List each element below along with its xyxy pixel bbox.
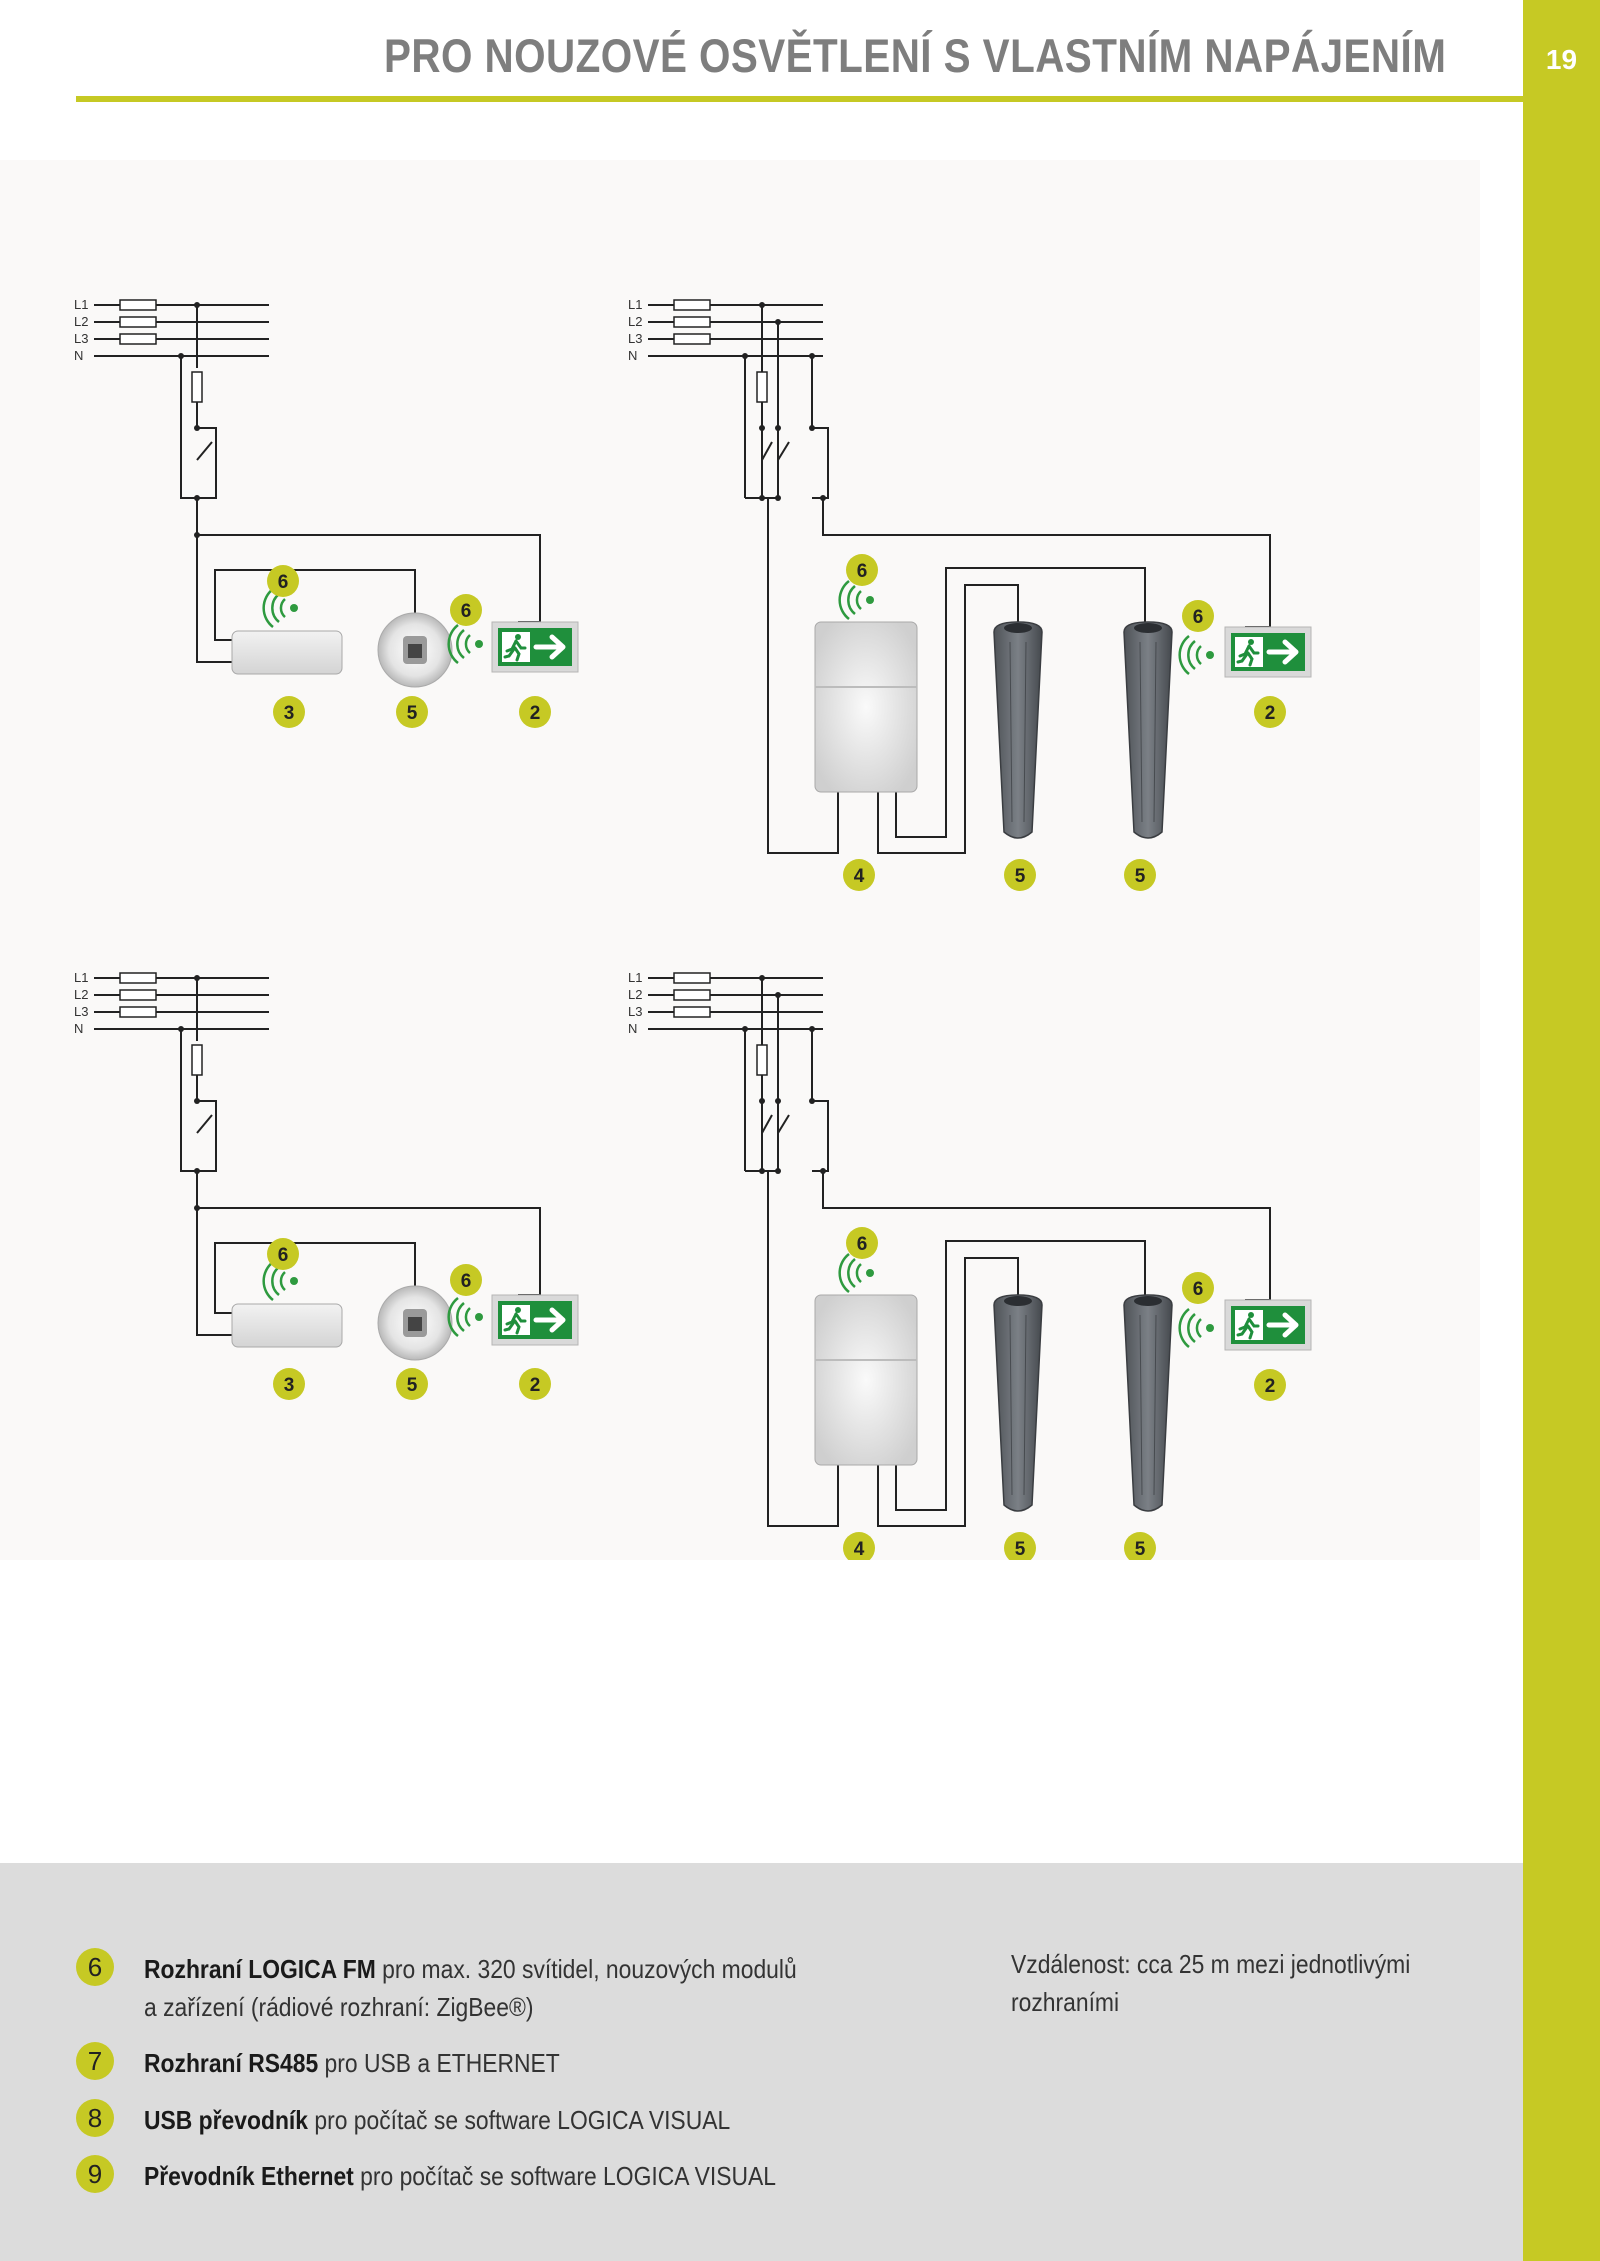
legend-text: Převodník Ethernet pro počítač se softwa… <box>144 2157 776 2195</box>
accent-sidebar <box>1523 0 1600 2261</box>
svg-text:6: 6 <box>461 1271 472 1292</box>
callout-badge: 6 <box>450 1264 482 1296</box>
diagram-2 <box>627 296 1311 854</box>
callout-badge: 6 <box>267 565 299 597</box>
svg-text:6: 6 <box>857 1234 868 1255</box>
legend-item-8: 8 USB převodník pro počítač se software … <box>76 2099 876 2139</box>
callout-badge: 2 <box>1254 1369 1286 1401</box>
callout-badge: 5 <box>1004 859 1036 891</box>
svg-text:6: 6 <box>461 601 472 622</box>
callout-badge: 6 <box>450 594 482 626</box>
svg-text:6: 6 <box>1193 607 1204 628</box>
wiring-diagrams: L1 L2 L3 N <box>0 160 1480 1560</box>
legend-item-6: 6 Rozhraní LOGICA FM pro max. 320 svítid… <box>76 1948 876 2028</box>
legend-item-7: 7 Rozhraní RS485 pro USB a ETHERNET <box>76 2042 876 2082</box>
callout-badge: 6 <box>267 1238 299 1270</box>
legend-desc: pro počítač se software LOGICA VISUAL <box>353 2161 777 2191</box>
svg-text:3: 3 <box>284 1375 295 1396</box>
callout-badge: 5 <box>1124 1532 1156 1560</box>
legend-desc: pro počítač se software LOGICA VISUAL <box>308 2105 731 2135</box>
legend-desc-line2: a zařízení (rádiové rozhraní: ZigBee®) <box>144 1992 534 2022</box>
legend-text: USB převodník pro počítač se software LO… <box>144 2101 730 2139</box>
callout-badge: 6 <box>1182 1272 1214 1304</box>
svg-text:6: 6 <box>278 1245 289 1266</box>
callout-badge: 5 <box>1124 859 1156 891</box>
svg-text:4: 4 <box>854 1539 865 1560</box>
distance-note-line2: rozhraními <box>1011 1987 1120 2017</box>
callout-badge: 4 <box>843 1532 875 1560</box>
wiring-diagrams-svg: L1 L2 L3 N <box>73 296 1480 1560</box>
legend-desc: pro max. 320 svítidel, nouzových modulů <box>375 1954 797 1984</box>
svg-text:5: 5 <box>1135 866 1146 887</box>
diagram-3 <box>73 969 578 1361</box>
distance-note: Vzdálenost: cca 25 m mezi jednotlivými r… <box>1011 1945 1410 2021</box>
legend-bullet: 6 <box>76 1948 114 1986</box>
legend-bullet: 9 <box>76 2155 114 2193</box>
svg-text:2: 2 <box>530 1375 541 1396</box>
callout-badge: 3 <box>273 696 305 728</box>
svg-text:2: 2 <box>1265 1376 1276 1397</box>
page-title: PRO NOUZOVÉ OSVĚTLENÍ S VLASTNÍM NAPÁJEN… <box>383 29 1446 82</box>
svg-text:5: 5 <box>1015 1539 1026 1560</box>
legend-text: Rozhraní RS485 pro USB a ETHERNET <box>144 2044 560 2082</box>
legend-term: Rozhraní RS485 <box>144 2048 319 2078</box>
diagram-1 <box>73 296 578 688</box>
legend-item-9: 9 Převodník Ethernet pro počítač se soft… <box>76 2155 876 2195</box>
svg-text:6: 6 <box>278 572 289 593</box>
legend-panel <box>0 1863 1523 2261</box>
legend-desc: pro USB a ETHERNET <box>318 2048 560 2078</box>
callout-badge: 2 <box>519 696 551 728</box>
svg-text:5: 5 <box>1135 1539 1146 1560</box>
legend-term: Rozhraní LOGICA FM <box>144 1954 376 1984</box>
svg-text:3: 3 <box>284 703 295 724</box>
svg-text:5: 5 <box>1015 866 1026 887</box>
legend-bullet: 7 <box>76 2042 114 2080</box>
svg-text:6: 6 <box>857 561 868 582</box>
callout-badge: 5 <box>1004 1532 1036 1560</box>
page-number: 19 <box>1545 44 1578 75</box>
callout-badge: 2 <box>1254 696 1286 728</box>
svg-text:4: 4 <box>854 866 865 887</box>
callout-badge: 3 <box>273 1368 305 1400</box>
diagram-4 <box>627 969 1311 1527</box>
legend-bullet: 8 <box>76 2099 114 2137</box>
svg-text:2: 2 <box>530 703 541 724</box>
callout-badge: 6 <box>1182 600 1214 632</box>
callout-badge: 5 <box>396 1368 428 1400</box>
legend-term: Převodník Ethernet <box>144 2161 354 2191</box>
svg-text:2: 2 <box>1265 703 1276 724</box>
legend-term: USB převodník <box>144 2105 309 2135</box>
svg-text:5: 5 <box>407 703 418 724</box>
callout-badge: 6 <box>846 554 878 586</box>
title-underline <box>76 96 1523 102</box>
callout-badge: 5 <box>396 696 428 728</box>
callout-badge: 4 <box>843 859 875 891</box>
callout-badge: 6 <box>846 1227 878 1259</box>
svg-text:5: 5 <box>407 1375 418 1396</box>
distance-note-line1: Vzdálenost: cca 25 m mezi jednotlivými <box>1011 1949 1411 1979</box>
callout-badge: 2 <box>519 1368 551 1400</box>
svg-text:6: 6 <box>1193 1279 1204 1300</box>
legend-text: Rozhraní LOGICA FM pro max. 320 svítidel… <box>144 1950 797 2026</box>
